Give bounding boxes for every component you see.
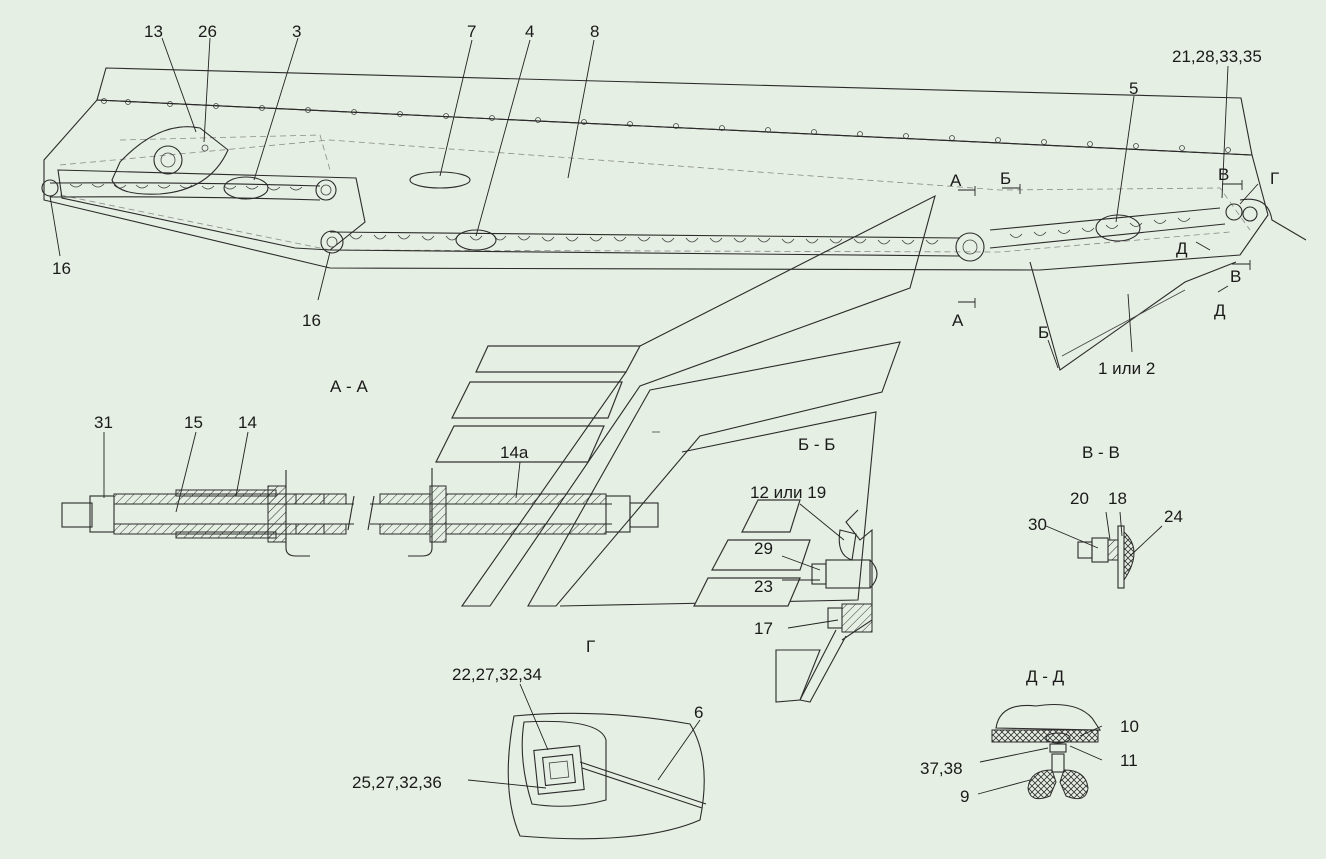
title-section-aa: А - А <box>330 377 368 396</box>
end-rod <box>1239 198 1307 241</box>
section-dd <box>991 703 1102 800</box>
label-18: 18 <box>1108 489 1127 508</box>
label-23: 23 <box>754 577 773 596</box>
marker-v-bottom: В <box>1230 267 1241 286</box>
label-11: 11 <box>1120 751 1138 770</box>
title-view-g: Г <box>586 637 595 656</box>
section-vv <box>1077 525 1135 589</box>
marker-v-top: В <box>1218 165 1229 184</box>
label-13: 13 <box>144 22 163 41</box>
title-section-bb: Б - Б <box>798 435 835 454</box>
section-aa <box>61 468 659 557</box>
label-9: 9 <box>960 787 969 806</box>
label-24: 24 <box>1164 507 1183 526</box>
chain-links-lower <box>349 234 939 245</box>
title-section-dd: Д - Д <box>1026 667 1065 686</box>
marker-g: Г <box>1270 169 1279 188</box>
marker-a-top: А <box>950 171 962 190</box>
label-5: 5 <box>1129 79 1138 98</box>
label-10: 10 <box>1120 717 1139 736</box>
detail-4-oval <box>455 229 497 251</box>
label-14a: 14а <box>500 443 529 462</box>
lower-flap <box>1029 261 1237 371</box>
label-30: 30 <box>1028 515 1047 534</box>
sprocket-upper <box>315 179 337 201</box>
marker-d-bottom: Д <box>1214 301 1226 320</box>
label-6: 6 <box>694 703 703 722</box>
housing <box>43 99 1269 271</box>
marker-a-bottom: А <box>952 311 964 330</box>
label-22-27-32-34: 22,27,32,34 <box>452 665 542 684</box>
section-bb <box>775 509 878 703</box>
chain-links-right <box>1009 217 1191 238</box>
label-14: 14 <box>238 413 257 432</box>
detail-7-oval <box>409 171 471 189</box>
label-17: 17 <box>754 619 773 638</box>
leader-panels <box>435 194 936 607</box>
label-25-27-32-36: 25,27,32,36 <box>352 773 442 792</box>
leader-lines <box>49 37 1259 795</box>
part-labels: 13 26 3 7 4 8 5 21,28,33,35 16 16 1 или … <box>52 22 1262 806</box>
label-21-28-33-35: 21,28,33,35 <box>1172 47 1262 66</box>
label-7: 7 <box>467 22 476 41</box>
label-15: 15 <box>184 413 203 432</box>
cover-plate <box>96 67 1253 156</box>
view-g <box>507 712 707 840</box>
drive-bracket <box>57 169 366 251</box>
marker-d-top: Д <box>1176 239 1188 258</box>
label-1-or-2: 1 или 2 <box>1098 359 1155 378</box>
label-16-left: 16 <box>52 259 71 278</box>
section-titles: А - А Б - Б В - В Г Д - Д <box>330 377 1120 686</box>
label-16-bottom: 16 <box>302 311 321 330</box>
sprocket-lower <box>320 230 344 254</box>
tensioner-sprocket <box>153 145 183 175</box>
section-markers: А А Б Б В В Г Д Д <box>950 165 1279 342</box>
label-4: 4 <box>525 22 534 41</box>
label-29: 29 <box>754 539 773 558</box>
label-31: 31 <box>94 413 113 432</box>
detail-3-oval <box>223 176 269 200</box>
marker-b-bottom: Б <box>1038 323 1049 342</box>
label-26: 26 <box>198 22 217 41</box>
chain-links-left <box>69 183 303 191</box>
sprocket-right <box>955 232 985 262</box>
label-12-or-19: 12 или 19 <box>750 483 826 502</box>
label-20: 20 <box>1070 489 1089 508</box>
label-37-38: 37,38 <box>920 759 963 778</box>
label-3: 3 <box>292 22 301 41</box>
tensioner-plate <box>111 126 229 195</box>
title-section-vv: В - В <box>1082 443 1120 462</box>
label-8: 8 <box>590 22 599 41</box>
marker-b-top: Б <box>1000 169 1011 188</box>
detail-5-oval <box>1095 214 1141 242</box>
